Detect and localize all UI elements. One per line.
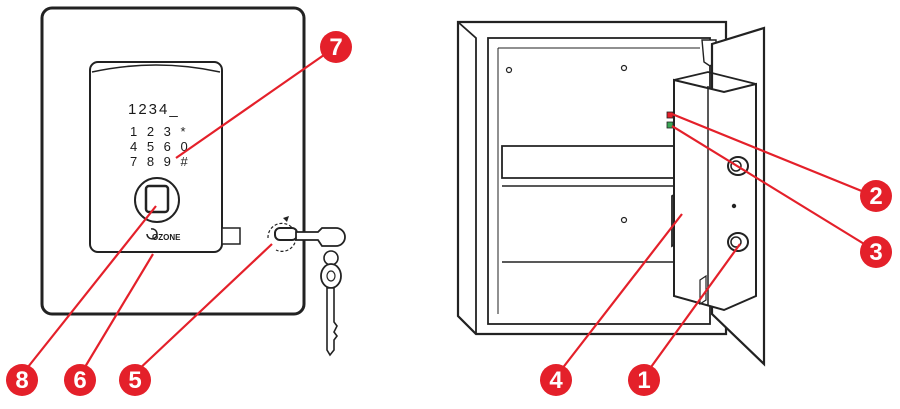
keypad-housing (89, 61, 223, 253)
mounting-hole (620, 64, 628, 72)
callout-4: 4 (540, 364, 572, 396)
leader-lines (23, 47, 875, 375)
hanging-key-icon (320, 250, 342, 357)
leader-line-7 (175, 47, 335, 159)
callout-badges: 7 8 6 5 2 3 4 1 (6, 31, 892, 396)
mounting-hole (505, 66, 513, 74)
inner-shelf (501, 145, 677, 179)
callout-6: 6 (64, 364, 96, 396)
svg-text:7: 7 (329, 34, 342, 61)
callout-1: 1 (628, 364, 660, 396)
safe-open-view (456, 20, 766, 367)
svg-text:8: 8 (15, 367, 28, 394)
callout-5: 5 (119, 364, 151, 396)
leader-line-2 (671, 112, 875, 198)
svg-text:3: 3 (869, 239, 882, 266)
keypad-row-2[interactable]: 4 5 6 0 (130, 139, 191, 154)
rotation-arrow-head-icon (283, 216, 289, 222)
emergency-key-lock (267, 216, 346, 357)
svg-text:2: 2 (869, 183, 882, 210)
leader-line-8 (23, 205, 157, 373)
door-lock-box (673, 78, 757, 312)
callout-3: 3 (860, 236, 892, 268)
leader-line-5 (135, 243, 273, 373)
indicator-light-green (666, 121, 674, 129)
svg-text:1: 1 (637, 367, 650, 394)
lock-box-top (673, 71, 757, 85)
svg-text:4: 4 (549, 367, 563, 394)
brand-logo: OZONE (146, 228, 181, 242)
reset-button[interactable] (731, 203, 737, 209)
brand-logo-text: OZONE (152, 233, 181, 242)
svg-text:6: 6 (73, 367, 86, 394)
leader-line-1 (645, 243, 741, 375)
brand-logo-swoosh-icon (146, 228, 158, 240)
inserted-key-icon (295, 227, 346, 247)
callout-8: 8 (6, 364, 38, 396)
leader-line-6 (81, 253, 154, 373)
svg-text:5: 5 (128, 367, 141, 394)
keypad-row-3[interactable]: 7 8 9 # (130, 154, 191, 169)
mounting-hole (620, 216, 628, 224)
callout-7: 7 (320, 31, 352, 63)
safe-cabinet-side (457, 21, 477, 334)
keypad-latch-tab (221, 227, 241, 245)
leader-line-3 (671, 125, 875, 251)
keypad-row-1[interactable]: 1 2 3 * (130, 124, 189, 139)
leader-line-4 (557, 213, 683, 375)
callout-2: 2 (860, 180, 892, 212)
keypad-display: 1234_ (128, 101, 180, 118)
keyhole-icon (274, 227, 298, 241)
keypad-top-bezel (91, 64, 221, 73)
safe-front-view: 1234_ 1 2 3 * 4 5 6 0 7 8 9 # OZONE (40, 6, 346, 357)
fingerprint-reader-icon[interactable] (144, 184, 170, 214)
